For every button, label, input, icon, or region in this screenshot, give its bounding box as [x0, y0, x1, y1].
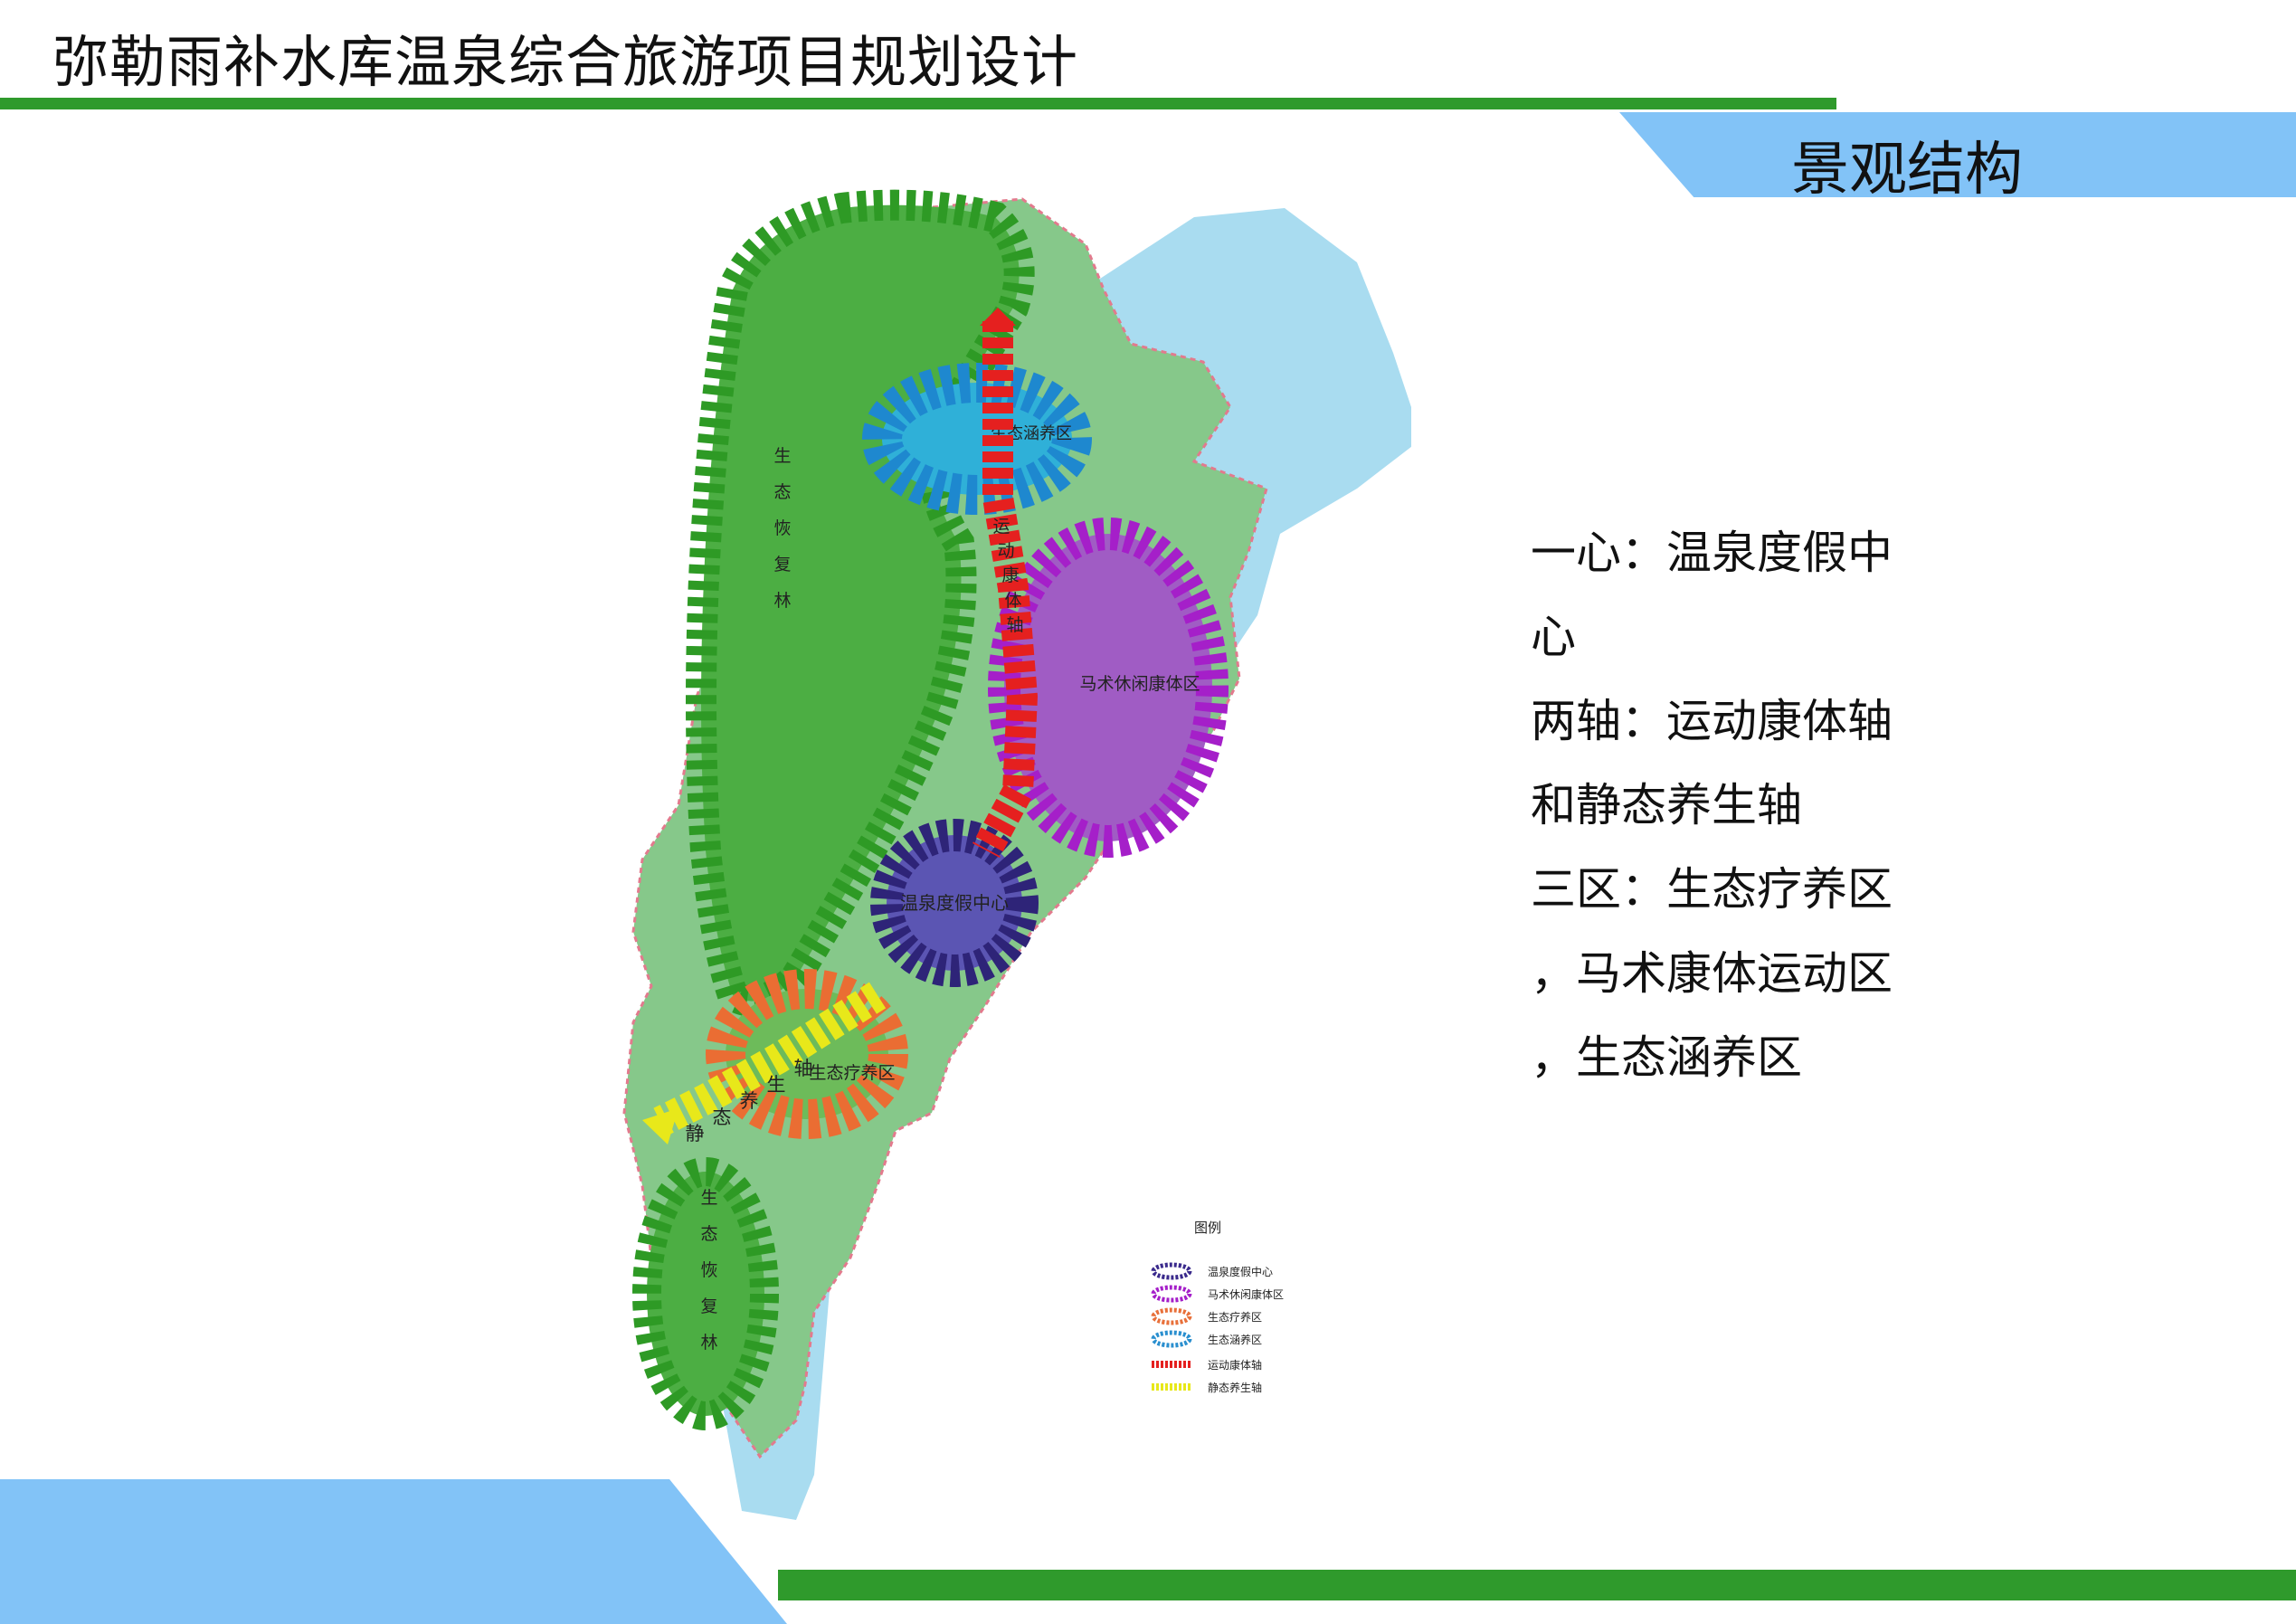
legend-title: 图例 — [1194, 1220, 1221, 1236]
svg-text:生态疗养区: 生态疗养区 — [1208, 1310, 1262, 1324]
svg-text:体: 体 — [1004, 591, 1021, 611]
legend-item-equestrian: 马术休闲康体区 — [1151, 1285, 1284, 1303]
svg-text:马术休闲康体区: 马术休闲康体区 — [1208, 1287, 1284, 1301]
svg-text:运动康体轴: 运动康体轴 — [1208, 1358, 1262, 1372]
legend-item-sport-axis: 运动康体轴 — [1152, 1358, 1262, 1372]
description-line: 一心：温泉度假中 — [1531, 527, 1893, 579]
svg-text:温泉度假中心: 温泉度假中心 — [1208, 1265, 1273, 1278]
svg-text:复: 复 — [773, 555, 791, 575]
legend-item-static-axis: 静态养生轴 — [1152, 1381, 1262, 1394]
equestrian-zone-label: 马术休闲康体区 — [1079, 674, 1200, 694]
static-axis-label: 静 态 养 生 轴 — [686, 1058, 813, 1144]
top-divider-bar — [0, 98, 1836, 109]
sport-axis-arrowhead — [980, 308, 1016, 326]
page-title: 弥勒雨补水库温泉综合旅游项目规划设计 — [52, 29, 1079, 95]
svg-text:生: 生 — [773, 446, 791, 466]
svg-text:康: 康 — [1001, 565, 1019, 585]
description-line: ，马术康体运动区 — [1531, 947, 1893, 1000]
equestrian-zone — [988, 518, 1229, 858]
svg-text:静: 静 — [686, 1123, 705, 1144]
svg-text:恢: 恢 — [700, 1260, 717, 1280]
landscape-structure-map: 生 态 恢 复 林 生 态 恢 复 林 生态涵养区 马术休闲康体区 温泉度假中心… — [622, 189, 1411, 1520]
svg-text:生: 生 — [700, 1188, 717, 1208]
structure-description: 一心：温泉度假中 心 两轴：运动康体轴 和静态养生轴 三区：生态疗养区 ，马术康… — [1531, 511, 1911, 1100]
sport-axis-label: 运 动 康 体 轴 — [992, 517, 1023, 635]
static-axis — [653, 982, 887, 1136]
svg-text:态: 态 — [713, 1106, 732, 1128]
description-line: 三区：生态疗养区 — [1531, 863, 1893, 916]
svg-text:轴: 轴 — [794, 1058, 813, 1079]
bottom-left-accent — [0, 1479, 787, 1624]
svg-text:养: 养 — [740, 1090, 759, 1112]
svg-text:恢: 恢 — [773, 518, 791, 538]
svg-text:林: 林 — [773, 591, 791, 611]
legend-item-hotspring: 温泉度假中心 — [1151, 1262, 1273, 1280]
forest-label-north: 生 态 恢 复 林 — [773, 446, 791, 611]
svg-text:生: 生 — [767, 1074, 786, 1096]
svg-text:动: 动 — [997, 541, 1014, 561]
forest-label-south: 生 态 恢 复 林 — [700, 1188, 717, 1353]
svg-text:态: 态 — [700, 1224, 717, 1244]
conservation-zone — [862, 363, 1092, 515]
description-line: 两轴：运动康体轴 — [1531, 695, 1893, 747]
svg-text:态: 态 — [773, 482, 791, 502]
svg-text:生态涵养区: 生态涵养区 — [1208, 1333, 1262, 1346]
map-legend: 图例 温泉度假中心 马术休闲康体区 生态疗养区 生态涵养区 运动康体轴 静态养生… — [1151, 1220, 1284, 1394]
hotspring-center-zone — [870, 819, 1039, 987]
description-line: ，生态涵养区 — [1531, 1031, 1802, 1084]
svg-text:静态养生轴: 静态养生轴 — [1208, 1381, 1262, 1394]
forest-zone-south — [632, 1157, 779, 1430]
section-tab — [1619, 112, 2296, 197]
section-tab-label: 景观结构 — [1791, 137, 2023, 204]
svg-text:复: 复 — [700, 1296, 717, 1316]
svg-text:运: 运 — [992, 517, 1010, 537]
svg-text:轴: 轴 — [1006, 615, 1023, 635]
legend-item-conservation: 生态涵养区 — [1151, 1330, 1262, 1348]
legend-item-wellness: 生态疗养区 — [1151, 1307, 1262, 1325]
description-line: 心 — [1531, 611, 1576, 663]
description-line: 和静态养生轴 — [1531, 779, 1802, 831]
sport-axis — [972, 321, 1039, 859]
wellness-zone-label: 生态疗养区 — [809, 1063, 895, 1083]
bottom-divider-bar — [778, 1570, 2296, 1600]
svg-text:林: 林 — [700, 1333, 717, 1353]
static-axis-arrowhead — [642, 1108, 678, 1144]
hotspring-center-label: 温泉度假中心 — [900, 892, 1009, 914]
